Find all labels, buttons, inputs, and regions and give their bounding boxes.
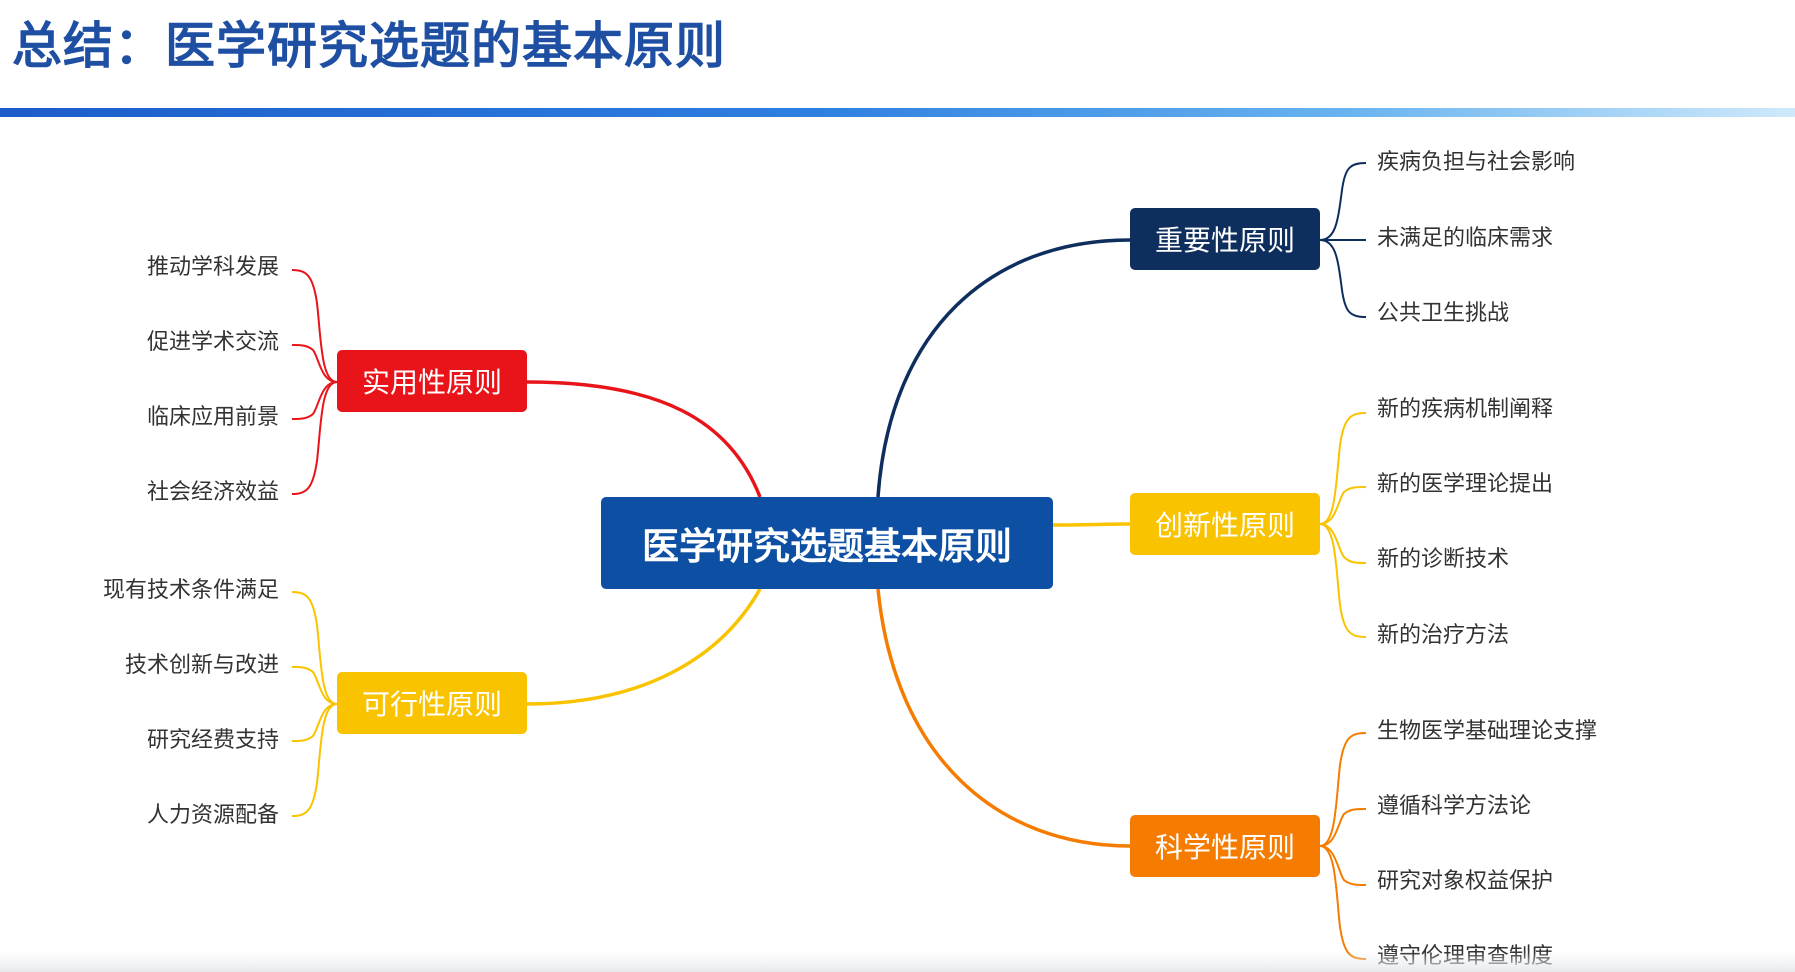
leaf-innovation-3: 新的诊断技术 (1377, 547, 1510, 572)
bottom-fade (0, 952, 1795, 972)
leaf-practical-4: 社会经济效益 (146, 480, 279, 505)
leaf-feasibility-3: 研究经费支持 (146, 728, 279, 753)
leaf-scientific-1: 生物医学基础理论支撑 (1377, 719, 1598, 744)
link-importance (876, 238, 1131, 498)
link-practical (526, 380, 762, 498)
link-feasibility (526, 588, 762, 706)
leaf-importance-2: 未满足的临床需求 (1377, 226, 1554, 251)
leaf-scientific-2: 遵循科学方法论 (1377, 794, 1532, 819)
leaf-importance-1: 疾病负担与社会影响 (1377, 150, 1576, 175)
link-innovation (1052, 522, 1131, 527)
leaf-innovation-2: 新的医学理论提出 (1377, 472, 1554, 497)
leaf-importance-3: 公共卫生挑战 (1377, 301, 1510, 326)
branch-innovation[interactable]: 创新性原则 (1130, 493, 1320, 555)
central-topic-node[interactable]: 医学研究选题基本原则 (601, 497, 1053, 589)
leaf-innovation-4: 新的治疗方法 (1377, 623, 1510, 648)
leaf-practical-1: 推动学科发展 (146, 255, 279, 280)
branch-scientific[interactable]: 科学性原则 (1130, 815, 1320, 877)
leaf-practical-2: 促进学术交流 (146, 330, 279, 355)
branch-practical[interactable]: 实用性原则 (337, 350, 527, 412)
branch-feasibility[interactable]: 可行性原则 (337, 672, 527, 734)
page-title: 总结：医学研究选题的基本原则 (12, 17, 726, 75)
title-underline-bar (0, 108, 1795, 117)
link-scientific (876, 588, 1131, 848)
leaf-feasibility-1: 现有技术条件满足 (102, 578, 279, 603)
leaf-feasibility-2: 技术创新与改进 (124, 653, 279, 678)
branch-importance[interactable]: 重要性原则 (1130, 208, 1320, 270)
leaf-innovation-1: 新的疾病机制阐释 (1377, 397, 1554, 422)
leaf-practical-3: 临床应用前景 (146, 405, 279, 430)
leaf-scientific-3: 研究对象权益保护 (1377, 869, 1554, 894)
leaf-feasibility-4: 人力资源配备 (146, 803, 279, 828)
